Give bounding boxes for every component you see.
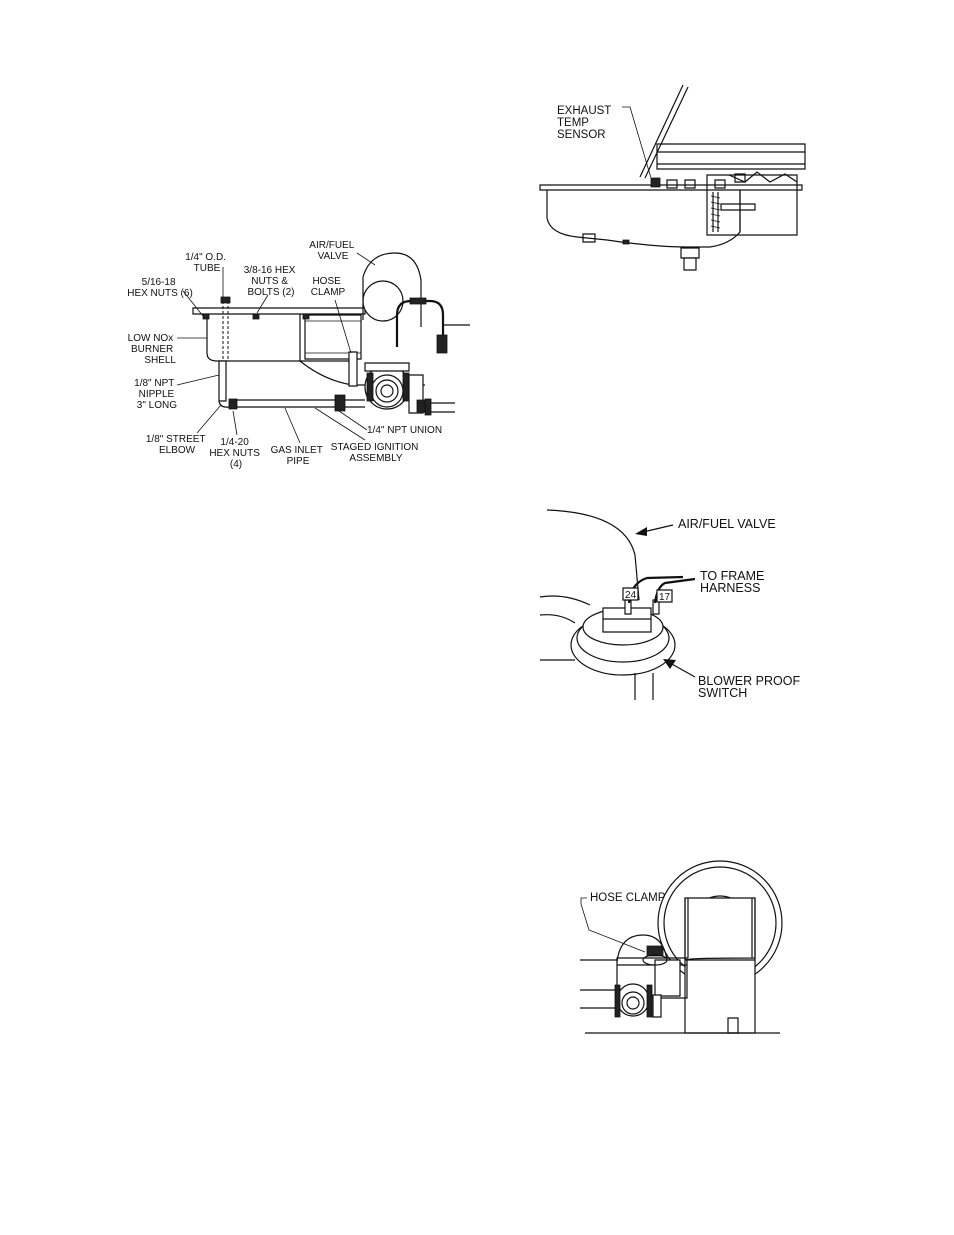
- exhaust-sensor-label: EXHAUST TEMP SENSOR: [557, 105, 614, 141]
- tube-label: 1/4" O.D. TUBE: [185, 252, 229, 274]
- staged-ignition-label: STAGED IGNITION ASSEMBLY: [331, 442, 421, 464]
- street-elbow: [219, 401, 229, 407]
- gas-inlet-pipe-label: GAS INLET PIPE: [271, 445, 326, 467]
- hex-nuts-bolts-label: 3/8-16 HEX NUTS & BOLTS (2): [244, 265, 298, 298]
- air-fuel-valve-label: AIR/FUEL VALVE: [309, 240, 356, 262]
- blower-proof-switch-label: BLOWER PROOF SWITCH: [698, 674, 804, 700]
- npt-nipple-label: 1/8" NPT NIPPLE 3" LONG: [134, 378, 177, 411]
- hex-nuts-1-4-label: 1/4-20 HEX NUTS (4): [209, 437, 262, 470]
- terminal-17-label: 17: [659, 592, 671, 603]
- npt-union: [335, 395, 345, 411]
- hose-clamp-label-2: HOSE CLAMP: [590, 892, 666, 904]
- terminal-24-label: 24: [625, 590, 637, 601]
- hose-clamp-fitting: [647, 946, 663, 956]
- blower-proof-switch-figure: 24 17 AIR/FUEL VALVE TO FRAME HARNESS BL…: [535, 505, 804, 700]
- air-fuel-valve-arc: [547, 510, 639, 600]
- hose-clamp: [349, 352, 357, 386]
- frame-harness-label: TO FRAME HARNESS: [700, 569, 768, 595]
- street-elbow-label: 1/8" STREET ELBOW: [146, 434, 208, 456]
- exhaust-temp-sensor-figure: EXHAUST TEMP SENSOR: [535, 82, 810, 274]
- burner-shell-label: LOW NOx BURNER SHELL: [128, 333, 177, 366]
- burner-shell: [207, 314, 355, 361]
- sensor-fitting: [651, 178, 660, 187]
- npt-nipple: [219, 361, 226, 401]
- burner-assembly-figure: 1/4" O.D. TUBE 5/16-18 HEX NUTS (6) 3/8-…: [127, 240, 470, 470]
- hose-clamp-label: HOSE CLAMP: [311, 276, 346, 298]
- air-fuel-valve: [363, 253, 421, 327]
- hose-clamp-figure: HOSE CLAMP: [575, 860, 790, 1040]
- air-fuel-valve-label-2: AIR/FUEL VALVE: [678, 517, 776, 531]
- npt-union-label: 1/4" NPT UNION: [367, 425, 442, 436]
- hex-nuts-5-16-label: 5/16-18 HEX NUTS (6): [127, 277, 193, 299]
